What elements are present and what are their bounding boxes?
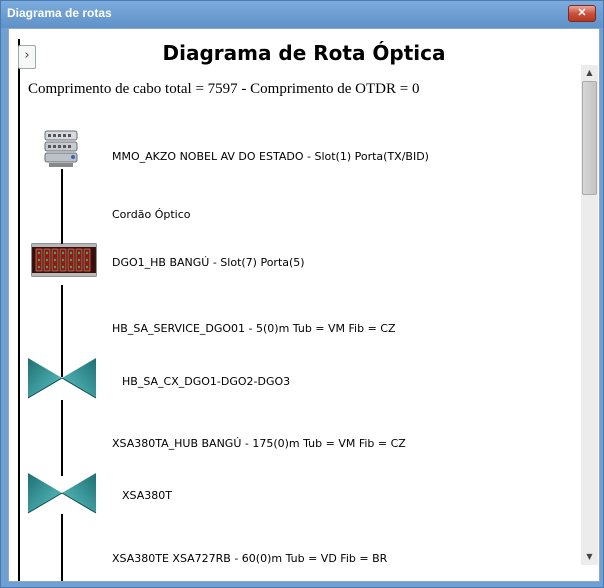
left-divider <box>18 39 20 581</box>
scroll-up-button[interactable]: ▲ <box>586 68 593 77</box>
scroll-down-button[interactable]: ▼ <box>586 552 593 561</box>
node-label: MMO_AKZO NOBEL AV DO ESTADO - Slot(1) Po… <box>112 150 429 163</box>
route-connector <box>61 169 63 244</box>
switch-icon[interactable] <box>43 129 81 169</box>
cable-label: XSA380TA_HUB BANGÚ - 175(0)m Tub = VM Fi… <box>112 437 406 450</box>
diagram-title: Diagrama de Rota Óptica <box>162 41 446 65</box>
vertical-scrollbar[interactable]: ▲ ▼ <box>581 65 598 565</box>
route-connector <box>61 400 63 476</box>
route-connector <box>61 514 63 581</box>
node-label: Cordão Óptico <box>112 208 191 221</box>
patch-panel-icon[interactable] <box>31 243 97 277</box>
cable-length-summary: Comprimento de cabo total = 7597 - Compr… <box>28 81 420 97</box>
close-button[interactable]: ✕ <box>568 5 596 22</box>
cable-label: XSA380TE XSA727RB - 60(0)m Tub = VD Fib … <box>112 552 388 565</box>
cable-label: HB_SA_SERVICE_DGO01 - 5(0)m Tub = VM Fib… <box>112 322 396 335</box>
scroll-thumb[interactable] <box>582 81 597 195</box>
node-label: DGO1_HB BANGÚ - Slot(7) Porta(5) <box>112 256 305 269</box>
expand-panel-button[interactable]: › <box>18 45 36 69</box>
diagram-panel: › Diagrama de Rota Óptica Comprimento de… <box>8 28 600 582</box>
splice-box-icon[interactable] <box>27 357 97 399</box>
route-connector <box>61 285 63 377</box>
splice-box-icon[interactable] <box>27 472 97 514</box>
node-label: XSA380T <box>122 489 172 502</box>
title-bar[interactable]: Diagrama de rotas ✕ <box>1 1 603 28</box>
window-title: Diagrama de rotas <box>7 6 112 20</box>
node-label: HB_SA_CX_DGO1-DGO2-DGO3 <box>122 375 291 388</box>
